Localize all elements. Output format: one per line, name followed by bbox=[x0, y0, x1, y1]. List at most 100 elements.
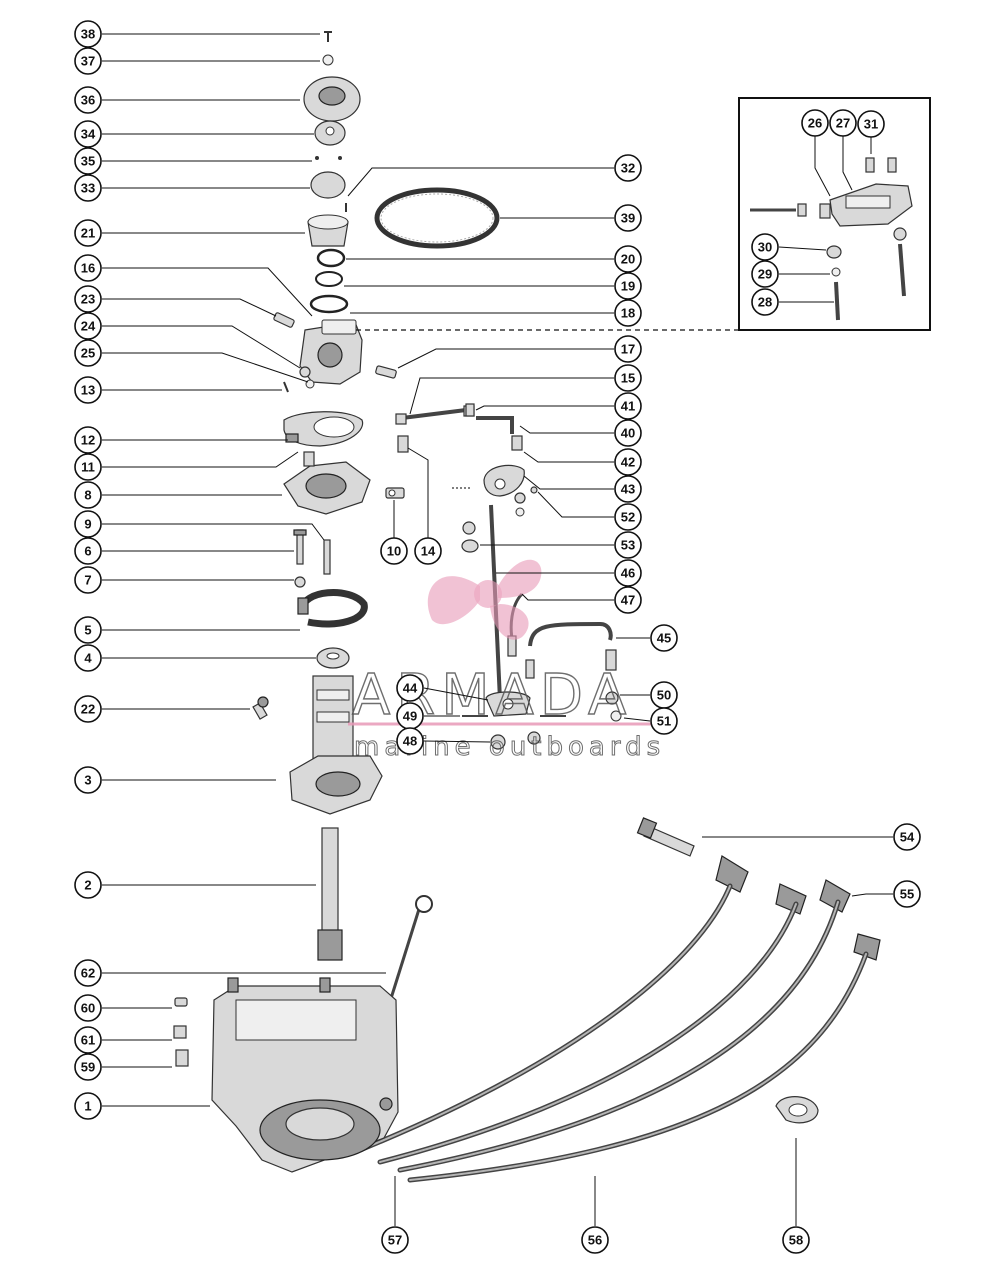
inset-detail-box bbox=[738, 97, 931, 331]
svg-text:32: 32 bbox=[621, 161, 635, 176]
callout-42: 42 bbox=[614, 448, 642, 476]
svg-text:42: 42 bbox=[621, 455, 635, 470]
washer-part-53a bbox=[462, 521, 476, 535]
fitting-part-10 bbox=[385, 487, 405, 499]
callout-39: 39 bbox=[614, 204, 642, 232]
oring-part-18 bbox=[309, 294, 349, 314]
svg-text:14: 14 bbox=[421, 544, 436, 559]
callout-29: 29 bbox=[751, 260, 779, 288]
svg-text:10: 10 bbox=[387, 544, 401, 559]
svg-text:4: 4 bbox=[84, 651, 92, 666]
housing-part-8 bbox=[283, 451, 371, 515]
inset-screws-part-31 bbox=[865, 157, 897, 173]
callout-11: 11 bbox=[74, 453, 102, 481]
callout-6: 6 bbox=[74, 537, 102, 565]
callout-25: 25 bbox=[74, 339, 102, 367]
callout-36: 36 bbox=[74, 86, 102, 114]
nut-part-24 bbox=[299, 366, 311, 378]
callout-38: 38 bbox=[74, 20, 102, 48]
callouts-inset: 26 27 31 30 29 28 bbox=[751, 109, 885, 316]
spark-plug-part-54 bbox=[636, 817, 695, 857]
svg-text:61: 61 bbox=[81, 1033, 95, 1048]
rotor-part-34 bbox=[314, 120, 346, 146]
callout-49: 49 bbox=[396, 702, 424, 730]
svg-text:37: 37 bbox=[81, 54, 95, 69]
bearing-housing-part-3 bbox=[289, 675, 383, 815]
svg-text:34: 34 bbox=[81, 127, 96, 142]
screw-part-13 bbox=[283, 381, 289, 393]
callout-17: 17 bbox=[614, 335, 642, 363]
svg-text:31: 31 bbox=[864, 117, 878, 132]
nut-part-48b bbox=[527, 731, 541, 745]
callout-58: 58 bbox=[782, 1226, 810, 1254]
inset-part-26 bbox=[750, 203, 831, 219]
callout-19: 19 bbox=[614, 272, 642, 300]
svg-text:36: 36 bbox=[81, 93, 95, 108]
screw-part-52 bbox=[530, 486, 538, 494]
callout-52: 52 bbox=[614, 503, 642, 531]
svg-text:24: 24 bbox=[81, 319, 96, 334]
svg-text:6: 6 bbox=[84, 544, 91, 559]
svg-text:16: 16 bbox=[81, 261, 95, 276]
svg-text:62: 62 bbox=[81, 966, 95, 981]
link-rod-part-15 bbox=[395, 405, 475, 425]
callout-50: 50 bbox=[650, 681, 678, 709]
shaft-part-2 bbox=[317, 827, 343, 961]
svg-text:40: 40 bbox=[621, 426, 635, 441]
washer-part-51 bbox=[610, 710, 622, 722]
watermark-logo bbox=[427, 559, 542, 640]
callout-2: 2 bbox=[74, 871, 102, 899]
part-41 bbox=[465, 403, 475, 417]
lever-part-43 bbox=[483, 464, 525, 497]
housing-part-16 bbox=[299, 319, 363, 385]
svg-text:17: 17 bbox=[621, 342, 635, 357]
callout-15: 15 bbox=[614, 364, 642, 392]
callout-54: 54 bbox=[893, 823, 921, 851]
nut-part-50 bbox=[605, 691, 619, 705]
svg-text:29: 29 bbox=[758, 267, 772, 282]
callouts-right: 32 39 20 19 18 17 15 41 40 42 43 52 53 4… bbox=[380, 154, 921, 1254]
inset-washer-part-30 bbox=[826, 245, 842, 259]
callout-10: 10 bbox=[380, 537, 408, 565]
svg-text:52: 52 bbox=[621, 510, 635, 525]
callout-31: 31 bbox=[857, 110, 885, 138]
callout-56: 56 bbox=[581, 1226, 609, 1254]
screw-part-38 bbox=[324, 31, 332, 42]
svg-text:51: 51 bbox=[657, 714, 671, 729]
svg-text:9: 9 bbox=[84, 517, 91, 532]
inset-bolt-part-28 bbox=[834, 281, 840, 321]
callout-20: 20 bbox=[614, 245, 642, 273]
callout-34: 34 bbox=[74, 120, 102, 148]
callout-59: 59 bbox=[74, 1053, 102, 1081]
callout-3: 3 bbox=[74, 766, 102, 794]
svg-text:15: 15 bbox=[621, 371, 635, 386]
svg-text:12: 12 bbox=[81, 433, 95, 448]
callout-46: 46 bbox=[614, 559, 642, 587]
nut-part-52a bbox=[514, 492, 526, 504]
bolt-part-6 bbox=[293, 529, 307, 565]
bracket-part-44 bbox=[485, 691, 531, 717]
callout-60: 60 bbox=[74, 994, 102, 1022]
svg-text:54: 54 bbox=[900, 830, 915, 845]
svg-text:23: 23 bbox=[81, 292, 95, 307]
callout-43: 43 bbox=[614, 475, 642, 503]
svg-text:30: 30 bbox=[758, 240, 772, 255]
inset-bolt-part-28b bbox=[898, 243, 906, 297]
part-14 bbox=[397, 435, 409, 453]
boot-part-55 bbox=[715, 855, 881, 961]
cap-part-36 bbox=[303, 76, 361, 122]
svg-text:41: 41 bbox=[621, 399, 635, 414]
callout-57: 57 bbox=[381, 1226, 409, 1254]
oring-part-19 bbox=[315, 271, 343, 287]
svg-text:43: 43 bbox=[621, 482, 635, 497]
callout-27: 27 bbox=[829, 109, 857, 137]
callout-8: 8 bbox=[74, 481, 102, 509]
svg-text:49: 49 bbox=[403, 709, 417, 724]
svg-text:2: 2 bbox=[84, 878, 91, 893]
callout-23: 23 bbox=[74, 285, 102, 313]
callout-51: 51 bbox=[650, 707, 678, 735]
svg-text:28: 28 bbox=[758, 295, 772, 310]
washer-part-52b bbox=[515, 507, 525, 517]
svg-text:47: 47 bbox=[621, 593, 635, 608]
